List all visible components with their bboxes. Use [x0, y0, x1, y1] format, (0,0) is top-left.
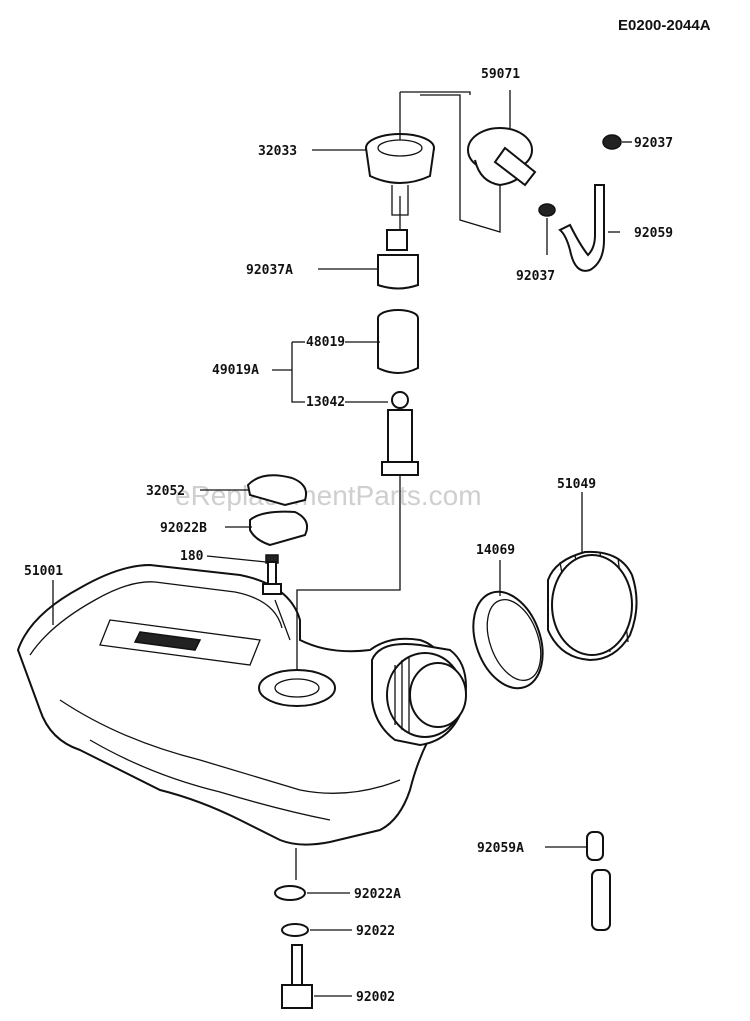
leader-lines [52, 90, 632, 997]
fuel-tube-bent [558, 184, 605, 272]
washer-92022 [281, 923, 309, 937]
label-92022[interactable]: 92022 [356, 924, 395, 939]
label-180[interactable]: 180 [180, 549, 204, 564]
washer-92022A [274, 885, 306, 901]
fuel-tank [16, 563, 467, 846]
label-92059[interactable]: 92059 [634, 226, 673, 241]
label-92037-top[interactable]: 92037 [634, 136, 673, 151]
bracket [246, 474, 308, 595]
clip-top [602, 134, 622, 150]
label-32033[interactable]: 32033 [258, 144, 297, 159]
label-92022B[interactable]: 92022B [160, 521, 207, 536]
fuel-filter [377, 309, 419, 374]
label-13042[interactable]: 13042 [306, 395, 345, 410]
drawing-code: E0200-2044A [618, 17, 711, 34]
label-92059A[interactable]: 92059A [477, 841, 524, 856]
hose-92059A [586, 831, 611, 931]
label-92022A[interactable]: 92022A [354, 887, 401, 902]
watermark: eReplacementParts.com [175, 480, 482, 511]
filter-weight [381, 391, 419, 476]
filter-disc [472, 590, 544, 690]
label-14069[interactable]: 14069 [476, 543, 515, 558]
label-49019A[interactable]: 49019A [212, 363, 259, 378]
label-32052[interactable]: 32052 [146, 484, 185, 499]
label-92037A[interactable]: 92037A [246, 263, 293, 278]
clamp-92037A [377, 229, 419, 290]
label-51049[interactable]: 51049 [557, 477, 596, 492]
label-59071[interactable]: 59071 [481, 67, 520, 82]
bolt-92002 [281, 944, 313, 1009]
fuel-cap [547, 550, 638, 662]
vent-valve [467, 127, 556, 217]
label-92037-mid[interactable]: 92037 [516, 269, 555, 284]
label-48019[interactable]: 48019 [306, 335, 345, 350]
label-92002[interactable]: 92002 [356, 990, 395, 1005]
label-51001[interactable]: 51001 [24, 564, 63, 579]
